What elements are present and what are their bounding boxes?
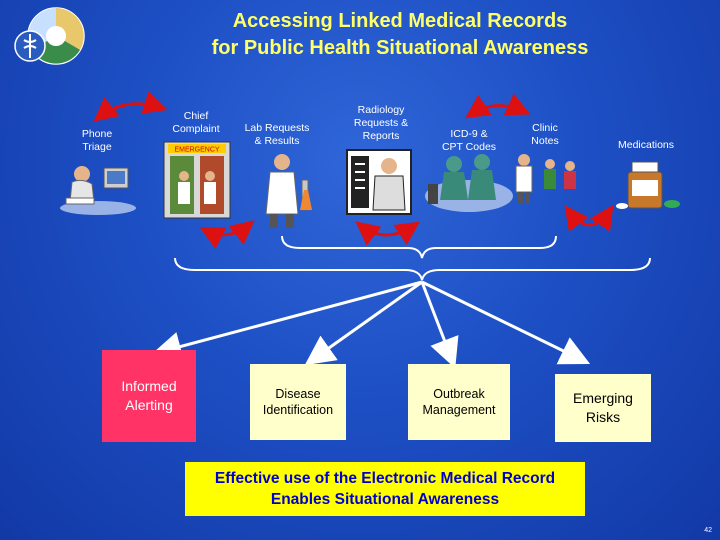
radiology-label: Radiology Requests & Reports bbox=[353, 104, 409, 142]
red-arrow-clinic-meds bbox=[564, 205, 614, 232]
upper-brace bbox=[281, 235, 557, 259]
outbreak-management-box: Outbreak Management bbox=[408, 364, 510, 440]
title-line-2: for Public Health Situational Awareness bbox=[211, 37, 589, 59]
page-number: 42 bbox=[704, 527, 712, 534]
arrow-to-disease bbox=[304, 280, 423, 366]
red-arrow-triage-complaint bbox=[93, 91, 168, 122]
emerging-risks-label: Emerging Risks bbox=[573, 390, 633, 425]
radiologist-clipart-icon bbox=[346, 149, 412, 215]
clinic-staff-clipart-icon bbox=[515, 154, 576, 204]
red-arrow-complaint-lab bbox=[199, 220, 255, 249]
red-arrow-radiology-icd bbox=[355, 221, 420, 246]
slide-title: Accessing Linked Medical Records for Pub… bbox=[150, 8, 650, 62]
arrow-to-risks bbox=[421, 280, 591, 365]
informed-alerting-label: Informed Alerting bbox=[121, 378, 177, 413]
footer-banner: Effective use of the Electronic Medical … bbox=[185, 462, 585, 516]
chief-complaint-label: Chief Complaint bbox=[172, 110, 220, 135]
red-arrow-icd-clinic bbox=[465, 93, 531, 119]
phone-triage-clipart-icon bbox=[60, 166, 136, 215]
medications-label: Medications bbox=[617, 139, 675, 151]
arrow-to-alerting bbox=[151, 280, 423, 362]
icd9-label: ICD-9 & CPT Codes bbox=[441, 128, 497, 153]
lower-brace bbox=[174, 257, 651, 281]
footer-line-1: Effective use of the Electronic Medical … bbox=[214, 470, 556, 487]
clinic-notes-label: Clinic Notes bbox=[531, 122, 559, 147]
footer-line-2: Enables Situational Awareness bbox=[270, 491, 500, 508]
informed-alerting-box: Informed Alerting bbox=[102, 350, 196, 442]
public-health-seal-icon bbox=[14, 7, 85, 65]
phone-triage-label: Phone Triage bbox=[81, 128, 113, 153]
arrow-to-outbreak bbox=[420, 281, 459, 369]
surgery-team-clipart-icon bbox=[425, 154, 513, 212]
outbreak-management-label: Outbreak Management bbox=[422, 387, 496, 417]
medication-bottle-icon bbox=[616, 161, 680, 209]
lab-requests-label: Lab Requests & Results bbox=[244, 122, 310, 147]
emerging-risks-box: Emerging Risks bbox=[555, 374, 651, 442]
emergency-room-clipart-icon: EMERGENCY bbox=[163, 141, 231, 219]
title-line-1: Accessing Linked Medical Records bbox=[232, 10, 568, 32]
emergency-sign-text: EMERGENCY bbox=[174, 147, 219, 154]
disease-identification-box: Disease Identification bbox=[250, 364, 346, 440]
lab-scientist-clipart-icon bbox=[265, 154, 312, 228]
disease-identification-label: Disease Identification bbox=[262, 387, 334, 417]
